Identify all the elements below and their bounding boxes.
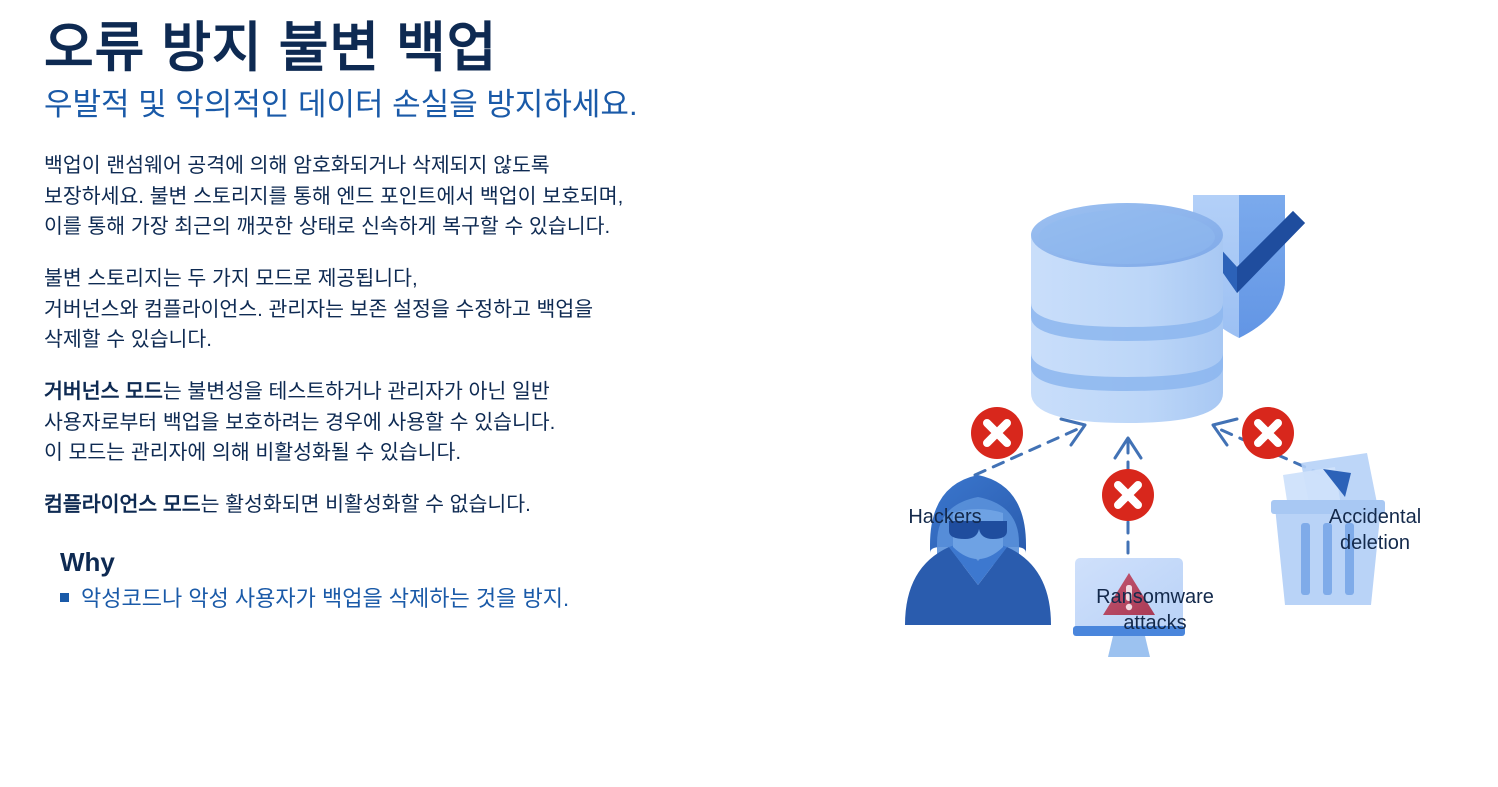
paragraph-governance: 거버넌스 모드는 불변성을 테스트하거나 관리자가 아닌 일반 사용자로부터 백…: [44, 377, 864, 468]
red-x-blocked-icon-ransomware: [1102, 469, 1154, 521]
red-x-blocked-icon-hackers: [971, 407, 1023, 459]
why-bullet-text: 악성코드나 악성 사용자가 백업을 삭제하는 것을 방지.: [81, 585, 570, 611]
diagram-svg: [905, 195, 1385, 657]
threat-protection-diagram: Hackers Ransomware attacks Accidental de…: [845, 175, 1485, 675]
governance-mode-term: 거버넌스 모드: [44, 380, 163, 404]
square-bullet-icon: [60, 592, 69, 602]
compliance-mode-term: 컴플라이언스 모드: [44, 493, 201, 517]
paragraph-compliance: 컴플라이언스 모드는 활성화되면 비활성화할 수 없습니다.: [44, 490, 864, 520]
hooded-hacker-icon: [905, 475, 1051, 625]
diagram-label-accidental-deletion: Accidental deletion: [1328, 506, 1422, 554]
list-item: 악성코드나 악성 사용자가 백업을 삭제하는 것을 방지.: [60, 584, 864, 615]
arrow-ransomware-to-backup: [1113, 436, 1143, 555]
paragraph-modes: 불변 스토리지는 두 가지 모드로 제공됩니다, 거버넌스와 컴플라이언스. 관…: [44, 267, 594, 351]
page-title: 오류 방지 불변 백업: [44, 18, 498, 78]
arrow-hackers-to-backup: [973, 417, 1087, 477]
why-bullet-list: 악성코드나 악성 사용자가 백업을 삭제하는 것을 방지.: [44, 584, 864, 615]
content-column: 오류 방지 불변 백업 우발적 및 악의적인 데이터 손실을 방지하세요. 백업…: [44, 18, 864, 614]
page-subtitle: 우발적 및 악의적인 데이터 손실을 방지하세요.: [44, 87, 638, 123]
monitor-warning-icon: [1073, 558, 1185, 657]
paragraph-intro: 백업이 랜섬웨어 공격에 의해 암호화되거나 삭제되지 않도록 보장하세요. 불…: [44, 154, 624, 238]
trash-bin-icon: [1271, 453, 1385, 605]
governance-mode-description: 는 불변성을 테스트하거나 관리자가 아닌 일반 사용자로부터 백업을 보호하려…: [44, 380, 556, 464]
database-cylinder-icon: [1031, 203, 1223, 423]
compliance-mode-description: 는 활성화되면 비활성화할 수 없습니다.: [200, 493, 531, 517]
why-heading: Why: [60, 546, 115, 577]
diagram-label-ransomware: Ransomware attacks: [1096, 586, 1214, 634]
red-x-blocked-icon-deletion: [1242, 407, 1294, 459]
diagram-label-hackers: Hackers: [908, 506, 982, 528]
